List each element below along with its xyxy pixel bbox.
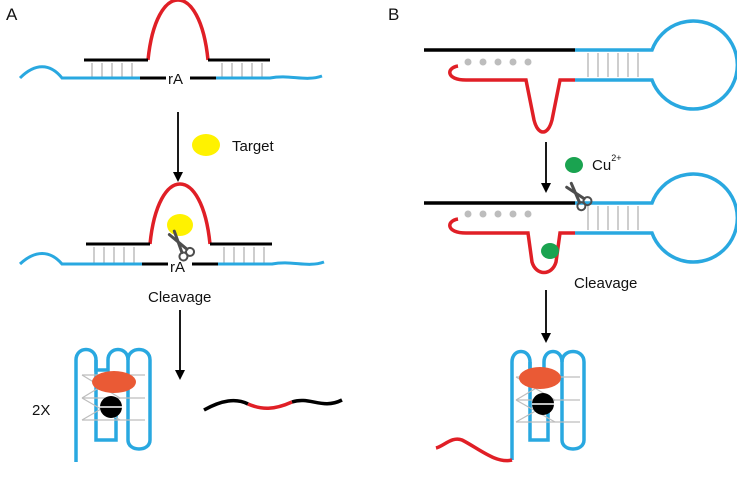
ribonucleotide-label: rA bbox=[170, 259, 185, 276]
base-pair-dots bbox=[464, 210, 532, 218]
ribonucleotide-label: rA bbox=[168, 71, 183, 88]
enzyme-strand bbox=[448, 217, 575, 275]
panel-a-label: A bbox=[6, 5, 18, 24]
copper-ion-icon bbox=[541, 243, 559, 259]
panel-b-bound-complex bbox=[424, 172, 737, 275]
multiplier-label: 2X bbox=[32, 402, 50, 419]
base-pairs bbox=[587, 53, 639, 77]
ion-label: Cu2+ bbox=[592, 153, 621, 174]
base-pairs bbox=[587, 206, 639, 230]
enzyme-strand bbox=[448, 64, 575, 134]
panel-a-initial-complex: rA bbox=[18, 0, 323, 88]
base-pair-dots bbox=[464, 58, 532, 66]
target-label: Target bbox=[232, 138, 275, 155]
enzyme-catalytic-loop bbox=[148, 182, 212, 245]
panel-b-initial-complex bbox=[424, 19, 737, 134]
substrate-strand-left bbox=[18, 252, 142, 266]
scissors-icon bbox=[565, 181, 593, 212]
hairpin-substrate bbox=[575, 172, 737, 264]
substrate-strand-right bbox=[218, 260, 325, 266]
cleaved-fragment bbox=[203, 398, 343, 412]
substrate-strand-right bbox=[216, 74, 323, 80]
panel-b-label: B bbox=[388, 5, 399, 24]
panel-a-bound-complex: rA bbox=[18, 182, 325, 276]
hairpin-substrate bbox=[575, 19, 737, 111]
base-pairs-right bbox=[223, 247, 265, 264]
target-molecule-icon bbox=[192, 134, 220, 156]
enzyme-tail bbox=[435, 437, 513, 463]
base-pairs-left bbox=[91, 63, 133, 78]
g-quadruplex-structure bbox=[435, 349, 586, 463]
hemin-icon bbox=[519, 367, 561, 389]
base-pairs-right bbox=[221, 63, 263, 78]
target-molecule-icon bbox=[167, 214, 193, 236]
enzyme-catalytic-loop bbox=[146, 0, 210, 61]
substrate-strand-left bbox=[18, 65, 140, 80]
cleavage-label: Cleavage bbox=[574, 275, 637, 292]
g-quadruplex-structure bbox=[74, 347, 152, 462]
base-pairs-left bbox=[93, 247, 135, 264]
copper-ion-icon bbox=[565, 157, 583, 173]
hemin-icon bbox=[92, 371, 136, 393]
scissors-icon bbox=[167, 229, 196, 262]
cleavage-label: Cleavage bbox=[148, 289, 211, 306]
